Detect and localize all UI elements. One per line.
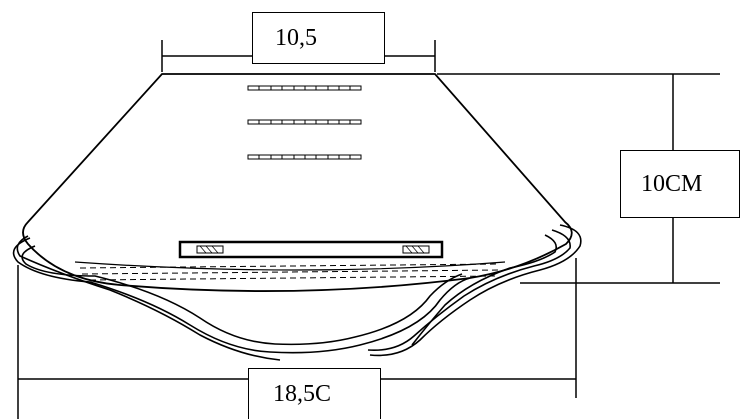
bottom-width-label: 18,5C (248, 368, 381, 419)
bag-bottom-seam (74, 261, 506, 271)
height-label: 10CM (620, 150, 740, 218)
bag-body-outline (22, 73, 573, 292)
rope-handle-right (367, 224, 582, 357)
zipper-bar (178, 240, 444, 259)
decorative-stitch-row (247, 119, 362, 125)
bottom-stitch-rows (79, 263, 501, 281)
rope-handle-left (12, 235, 471, 361)
decorative-stitch-row (247, 154, 362, 160)
decorative-stitch-row (247, 85, 362, 91)
top-width-label: 10,5 (252, 12, 385, 64)
